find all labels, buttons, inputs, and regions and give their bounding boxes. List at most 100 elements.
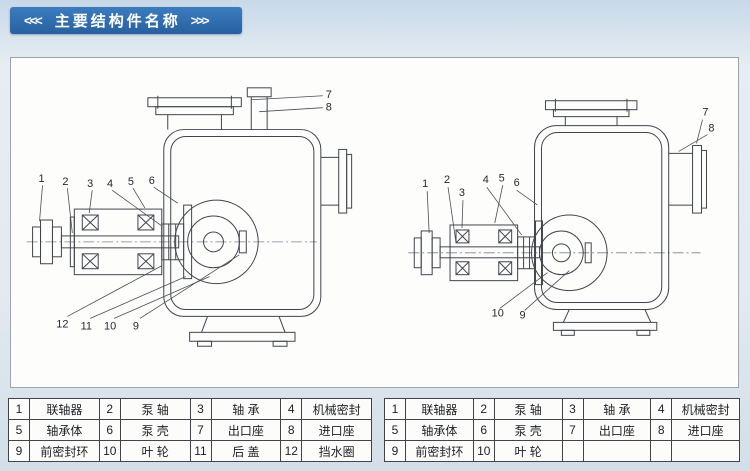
shaft-assembly: [32, 204, 247, 280]
part-number: 4: [280, 398, 303, 420]
callout-numbers: 1 2 3 4 5 6 7 8 12 11 10 9: [38, 89, 331, 333]
callout-10: 10: [104, 320, 116, 332]
part-number: 8: [280, 419, 303, 441]
callout-9: 9: [133, 320, 139, 332]
part-name: 前密封环: [405, 440, 474, 462]
part-number: 3: [189, 398, 212, 420]
title-right-arrows-icon: >>>: [190, 13, 210, 28]
base-support: [552, 309, 658, 336]
part-name: 泵 轴: [493, 398, 563, 420]
callout-6: 6: [149, 175, 155, 187]
part-number: 12: [280, 440, 303, 462]
part-number: 4: [650, 398, 673, 420]
part-name: 机械密封: [671, 398, 740, 420]
part-name: 机械密封: [301, 398, 372, 420]
callout-6: 6: [514, 177, 520, 189]
part-number: 8: [650, 419, 673, 441]
part-name: 联轴器: [29, 398, 100, 420]
left-pump-diagram: 1 2 3 4 5 6 7 8 12 11 10 9: [26, 87, 353, 347]
part-number: 6: [98, 419, 121, 441]
callout-5: 5: [128, 176, 134, 188]
part-number: 5: [8, 419, 30, 441]
part-name: 轴 承: [582, 398, 652, 420]
part-name: 进口座: [301, 419, 372, 441]
inlet-flange: [147, 87, 272, 130]
leader-lines: [426, 119, 708, 311]
part-name: 前密封环: [29, 440, 100, 462]
callout-7: 7: [702, 107, 708, 119]
callout-1: 1: [422, 178, 428, 190]
part-name: 联轴器: [405, 398, 474, 420]
part-number: 2: [472, 398, 495, 420]
callout-10: 10: [492, 307, 504, 319]
pump-cross-section-drawings: 1 2 3 4 5 6 7 8 12 11 10 9: [26, 87, 714, 347]
inlet-flange: [544, 98, 638, 126]
callout-11: 11: [81, 320, 92, 332]
callout-12: 12: [56, 318, 68, 330]
part-number: [561, 440, 584, 462]
callout-3: 3: [459, 187, 465, 199]
part-number: 2: [98, 398, 121, 420]
part-name: 出口座: [210, 419, 282, 441]
part-name: 进口座: [671, 419, 740, 441]
part-number: 1: [384, 398, 406, 420]
part-number: [650, 440, 673, 462]
outlet-flange: [320, 148, 353, 214]
title-left-arrows-icon: <<<: [24, 13, 43, 28]
part-number: 10: [472, 440, 495, 462]
leader-lines: [39, 95, 323, 319]
diagram-panel: 1 2 3 4 5 6 7 8 12 11 10 9: [10, 57, 739, 388]
callout-8: 8: [708, 123, 714, 135]
part-name: 轴 承: [210, 398, 282, 420]
right-pump-diagram: 1 2 3 4 5 6 7 8 10 9: [408, 98, 714, 336]
part-number: 1: [8, 398, 30, 420]
part-number: 10: [98, 440, 121, 462]
pump-casing: [163, 129, 322, 317]
part-number: 11: [189, 440, 212, 462]
part-number: 7: [189, 419, 212, 441]
callout-1: 1: [38, 173, 44, 185]
part-number: 5: [384, 419, 406, 441]
part-number: 9: [8, 440, 30, 462]
part-name: 出口座: [582, 419, 652, 441]
part-name: 泵 轴: [119, 398, 191, 420]
part-number: 9: [384, 440, 406, 462]
callout-8: 8: [326, 102, 332, 114]
pump-casing: [531, 125, 670, 310]
outlet-flange: [668, 144, 707, 214]
part-number: 7: [561, 419, 584, 441]
callout-2: 2: [62, 176, 68, 188]
part-name: [582, 440, 652, 462]
callout-9: 9: [520, 309, 526, 321]
part-number: 3: [561, 398, 584, 420]
part-name: 轴承体: [29, 419, 100, 441]
part-name: 叶 轮: [493, 440, 563, 462]
part-name: 后 盖: [210, 440, 282, 462]
part-number: 6: [472, 419, 495, 441]
callout-3: 3: [87, 178, 93, 190]
part-name: 泵 壳: [119, 419, 191, 441]
section-title-bar: <<< 主要结构件名称 >>>: [10, 7, 242, 34]
callout-4: 4: [483, 174, 489, 186]
part-name: 叶 轮: [119, 440, 191, 462]
callout-numbers: 1 2 3 4 5 6 7 8 10 9: [422, 107, 714, 322]
callout-5: 5: [499, 172, 505, 184]
callout-7: 7: [326, 89, 332, 101]
page-title: 主要结构件名称: [54, 13, 181, 30]
part-name: [671, 440, 740, 462]
part-name: 挡水圈: [301, 440, 372, 462]
callout-2: 2: [444, 174, 450, 186]
part-name: 轴承体: [405, 419, 474, 441]
callout-4: 4: [107, 178, 113, 190]
part-name: 泵 壳: [493, 419, 563, 441]
base-support: [189, 316, 296, 347]
shaft-assembly: [413, 220, 592, 286]
